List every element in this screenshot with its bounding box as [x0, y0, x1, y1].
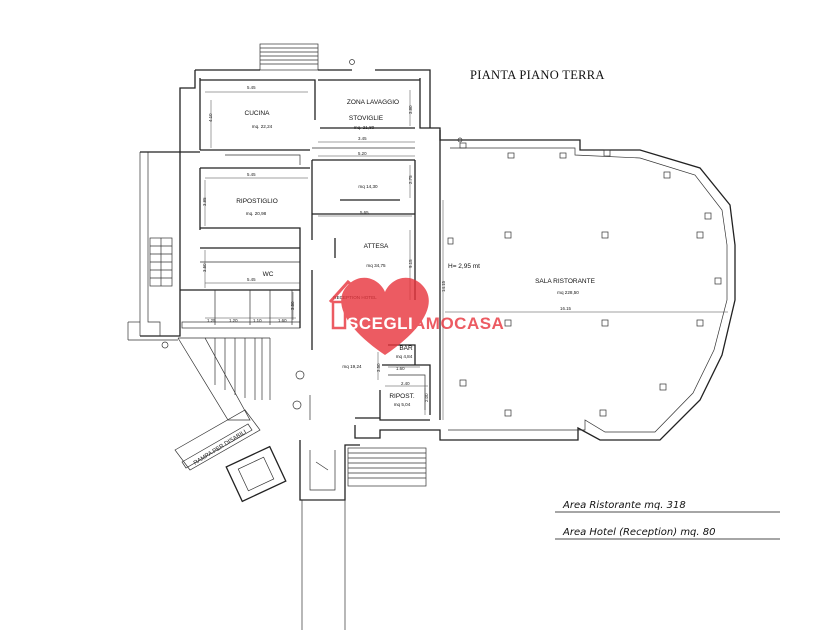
- restaurant-outline: [354, 130, 736, 441]
- dim-label: 2.00: [424, 393, 429, 402]
- plan-title: PIANTA PIANO TERRA: [470, 68, 605, 82]
- room-bar: BAR: [399, 345, 413, 352]
- watermark-text-a: SCEGLI: [347, 314, 413, 333]
- dim-label: 5.20: [358, 151, 367, 156]
- watermark-logo: SCEGLI AMOCASA: [328, 277, 504, 355]
- dim-label: 5.45: [247, 85, 256, 90]
- dim-label: 5.45: [247, 172, 256, 177]
- room-zona-area: mq. 21,80: [354, 125, 375, 130]
- notes: Area Ristorante mq. 318 Area Hotel (Rece…: [555, 500, 780, 540]
- dim-label: 16.15: [560, 306, 572, 311]
- side-steps: [347, 447, 427, 487]
- internal-stair: [149, 237, 173, 287]
- room-zona-lavaggio: ZONA LAVAGGIO: [347, 99, 399, 106]
- front-steps: [177, 337, 271, 421]
- dim-label: 3.50: [202, 263, 207, 272]
- note-area-ristorante: Area Ristorante mq. 318: [562, 500, 686, 511]
- room-sala-ristorante: SALA RISTORANTE: [535, 278, 596, 285]
- entrance-arrows: [161, 59, 463, 410]
- room-ripostiglio-area: mq. 20,98: [246, 211, 267, 216]
- dim-label: 3.80: [408, 105, 413, 114]
- dim-label: 1.10: [253, 318, 262, 323]
- room-partitions: [180, 79, 441, 421]
- room-cucina: CUCINA: [245, 110, 271, 117]
- room-bar-area: mq 4,84: [396, 354, 413, 359]
- dim-label: 2.75: [408, 175, 413, 184]
- room-cucina-area: mq. 22,24: [252, 124, 273, 129]
- room-attesa-area: mq 34,75: [366, 263, 386, 268]
- ramp: [174, 409, 261, 471]
- dim-label: 5.65: [360, 210, 369, 215]
- dim-label: 3.50: [376, 363, 381, 372]
- dim-label: 1.20: [229, 318, 238, 323]
- dim-label: 1.25: [207, 318, 216, 323]
- watermark-text-b: AMOCASA: [413, 314, 504, 333]
- service-wing-walls: [127, 69, 441, 341]
- room-ripostiglio: RIPOSTIGLIO: [236, 198, 278, 205]
- room-hall-area: mq 19,24: [342, 364, 362, 369]
- dim-label: 3.85: [202, 197, 207, 206]
- room-ripost-area: mq 5,04: [394, 402, 411, 407]
- dimension-lines: [204, 90, 728, 420]
- dim-label: 4.10: [208, 113, 213, 122]
- dim-label: 1.60: [396, 366, 405, 371]
- room-wc: WC: [263, 271, 274, 278]
- dim-label: 3.45: [358, 136, 367, 141]
- top-stairs: [259, 43, 319, 71]
- dim-label: 14.15: [441, 280, 446, 292]
- dim-label: 1.60: [278, 318, 287, 323]
- dim-label: 5.45: [247, 277, 256, 282]
- room-stoviglie: STOVIGLIE: [349, 115, 384, 122]
- dim-label: 9.15: [408, 259, 413, 268]
- room-stanza-area: mq 14,30: [358, 184, 378, 189]
- room-ripost: RIPOST.: [389, 393, 414, 400]
- dim-label: 3.50: [290, 301, 295, 310]
- room-attesa: ATTESA: [364, 243, 389, 250]
- room-sala-area: mq 228,50: [557, 290, 579, 295]
- lower-landing: [225, 440, 360, 630]
- note-area-hotel: Area Hotel (Reception) mq. 80: [562, 527, 716, 538]
- ceiling-height: H= 2,95 mt: [448, 263, 480, 270]
- dim-label: 2.40: [401, 381, 410, 386]
